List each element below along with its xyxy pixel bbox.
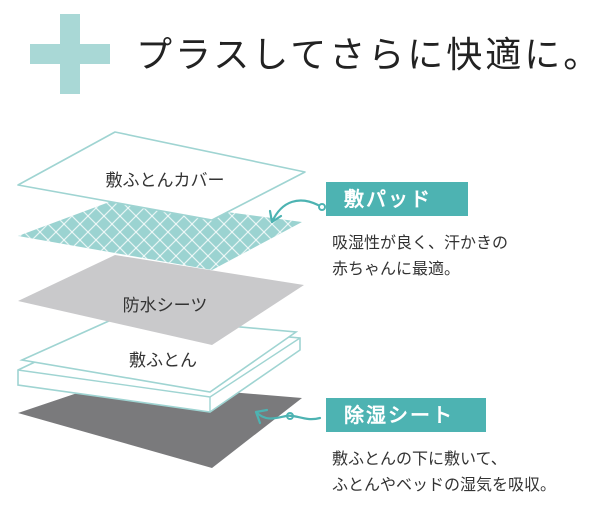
bed-pad-tag-text: 敷パッド — [344, 187, 432, 211]
arrow-icon — [254, 408, 322, 425]
bed-pad-layer — [18, 198, 302, 270]
waterproof-sheet-label: 防水シーツ — [123, 296, 208, 316]
futon-cover-label: 敷ふとんカバー — [106, 171, 225, 191]
dehumidifying-sheet-description-line1: 敷ふとんの下に敷いて、 — [332, 449, 507, 468]
waterproof-sheet-layer: 防水シーツ — [18, 255, 304, 345]
futon-label: 敷ふとん — [129, 351, 197, 371]
headline: プラスしてさらに快適に。 — [136, 35, 600, 76]
arrow-icon — [268, 199, 326, 224]
bed-pad-description-line1: 吸湿性が良く、汗かきの — [332, 233, 509, 252]
bed-pad-tag: 敷パッド — [326, 182, 468, 216]
plus-icon — [30, 14, 110, 94]
bed-pad-description-line2: 赤ちゃんに最適。 — [332, 259, 461, 278]
futon-layer: 敷ふとん — [17, 315, 301, 413]
dehumidifying-sheet-description: 敷ふとんの下に敷いて、 ふとんやベッドの湿気を吸収。 — [332, 446, 556, 498]
dehumidifying-sheet-layer — [18, 382, 302, 468]
dehumidifying-sheet-tag-text: 除湿シート — [344, 403, 454, 427]
dehumidifying-sheet-description-line2: ふとんやベッドの湿気を吸収。 — [332, 475, 557, 494]
dehumidifying-sheet-tag: 除湿シート — [326, 398, 486, 432]
futon-cover-layer: 敷ふとんカバー — [17, 131, 306, 221]
bed-pad-description: 吸湿性が良く、汗かきの 赤ちゃんに最適。 — [332, 230, 508, 282]
